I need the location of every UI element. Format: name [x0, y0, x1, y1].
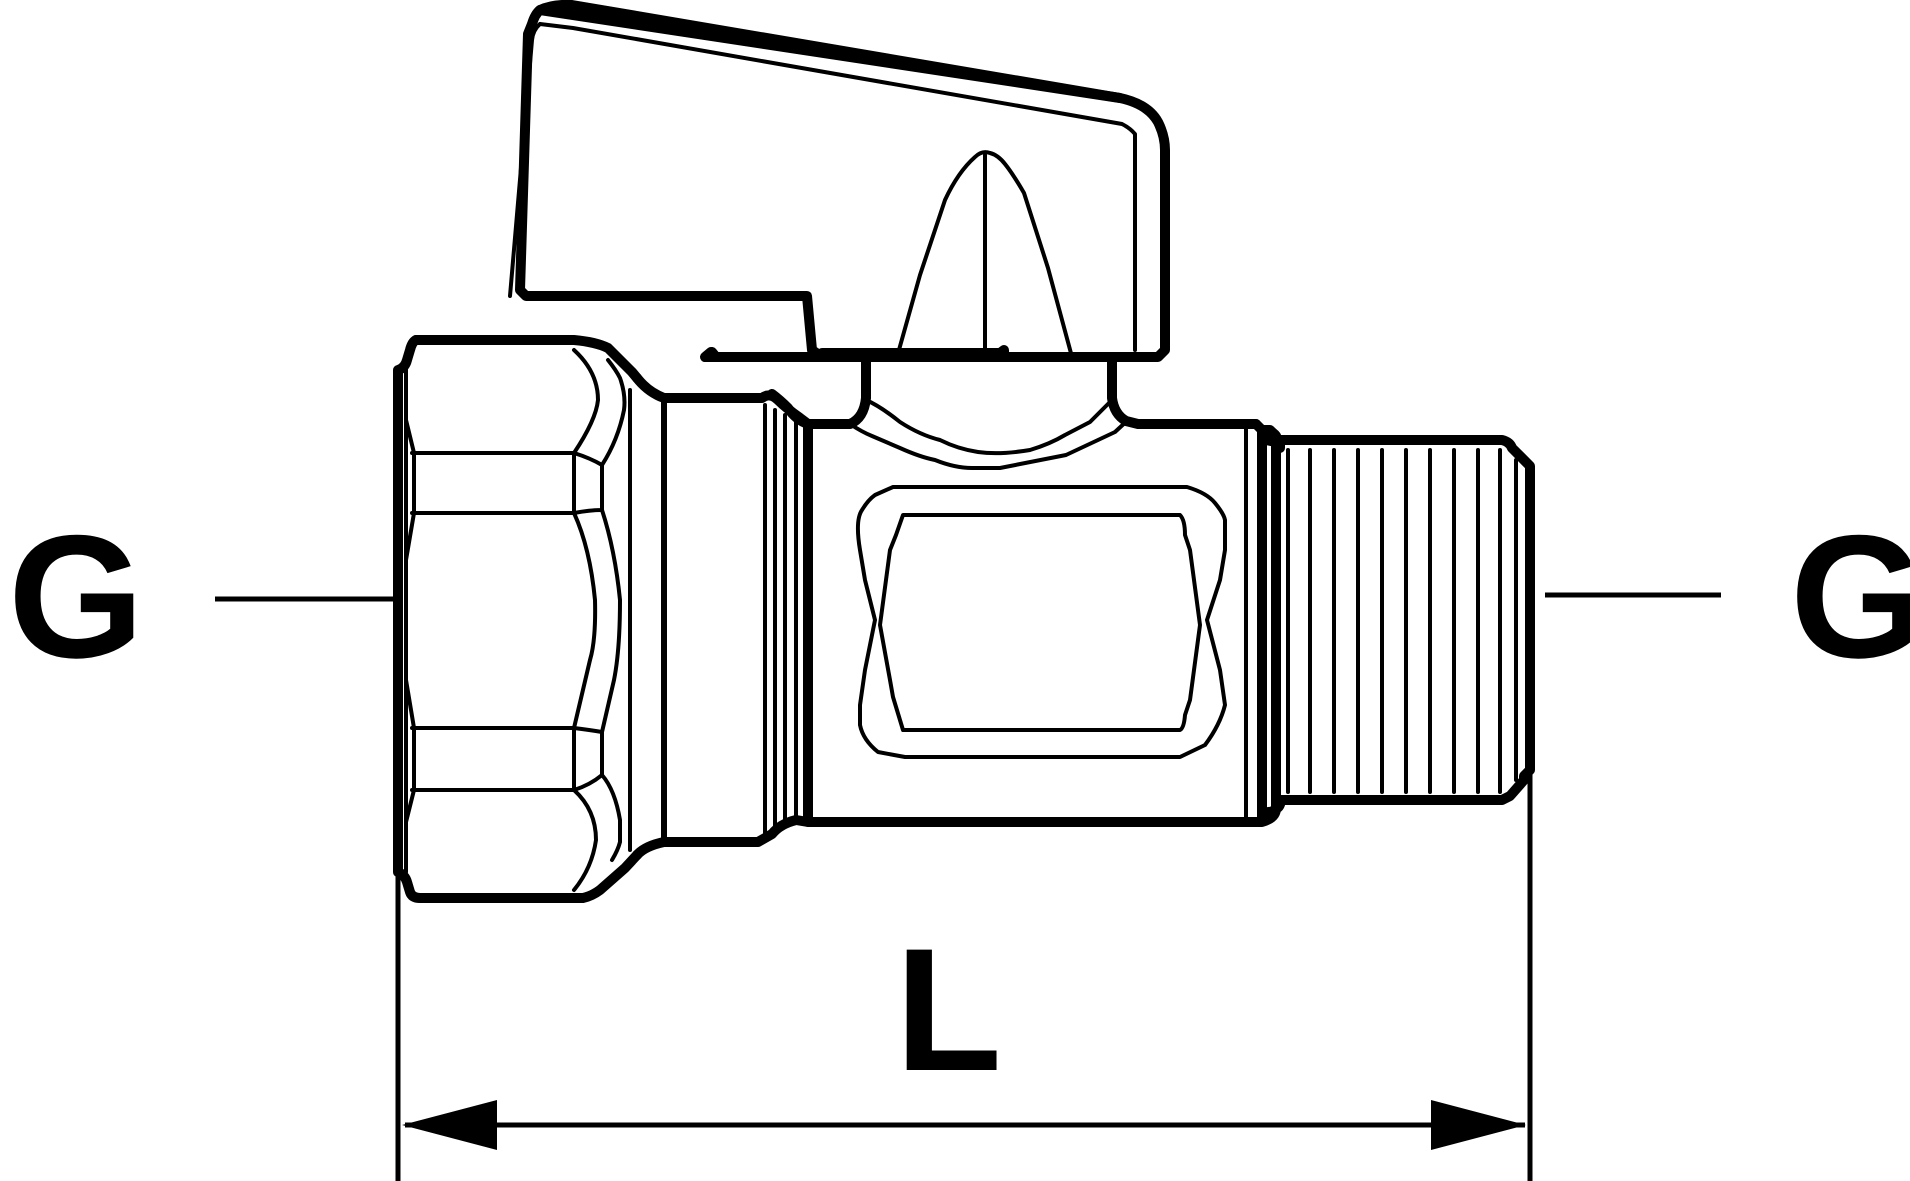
handle-grip: [895, 150, 1074, 359]
length-dimension: [395, 770, 1533, 1181]
body-window-inner: [878, 513, 1202, 732]
valve-body: [803, 419, 1281, 827]
arrow-right-icon: [1431, 1100, 1526, 1150]
body-window-outer: [855, 485, 1227, 759]
left-hex-nut: [393, 335, 642, 903]
length-label: L: [895, 913, 1002, 1108]
left-neck: [628, 373, 813, 860]
valve-handle: [508, 0, 1170, 362]
left-connection-label: G: [8, 500, 144, 695]
right-connection-label: G: [1790, 500, 1910, 695]
right-threaded-end: [1257, 425, 1535, 823]
valve-stem: [767, 352, 1261, 470]
arrow-left-icon: [402, 1100, 497, 1150]
